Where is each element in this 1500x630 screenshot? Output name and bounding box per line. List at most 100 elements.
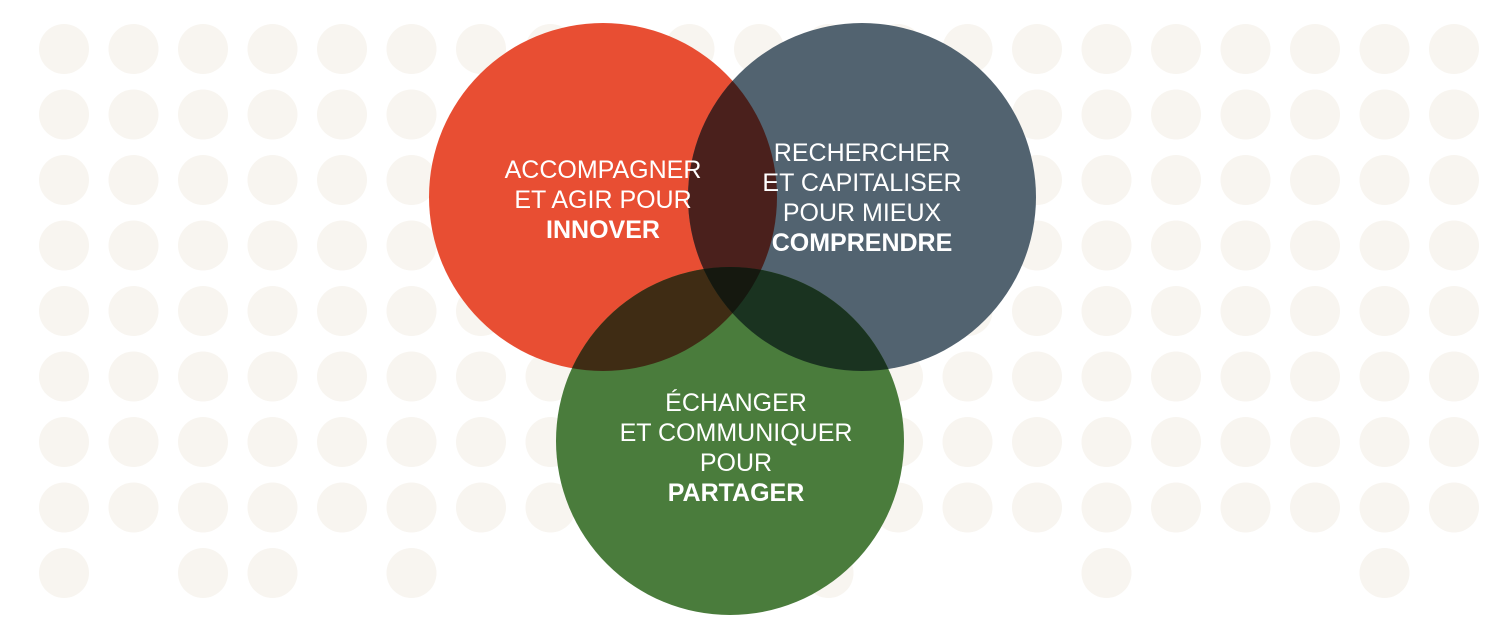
background-dot bbox=[39, 89, 89, 140]
background-dot bbox=[1290, 417, 1340, 467]
background-dot bbox=[108, 220, 159, 271]
background-dot bbox=[1429, 24, 1479, 74]
background-dot bbox=[1081, 220, 1132, 271]
background-dot bbox=[1290, 155, 1340, 205]
background-dot bbox=[178, 417, 228, 467]
background-dot bbox=[1012, 351, 1062, 402]
background-dot bbox=[1220, 220, 1271, 271]
background-dot bbox=[1151, 24, 1201, 74]
background-dot bbox=[39, 155, 89, 205]
background-dot bbox=[942, 351, 993, 402]
label-partager-line-2: ET COMMUNIQUER bbox=[619, 419, 853, 447]
background-dot bbox=[1081, 286, 1132, 336]
overlap-innover-partager bbox=[556, 267, 777, 371]
background-dot bbox=[942, 417, 993, 467]
background-dot bbox=[525, 482, 576, 533]
background-dot bbox=[317, 220, 367, 271]
background-dot bbox=[39, 286, 89, 336]
background-dot bbox=[108, 351, 159, 402]
background-dot bbox=[1081, 89, 1132, 140]
background-dot bbox=[1151, 286, 1201, 336]
background-dot bbox=[178, 286, 228, 336]
background-dot bbox=[39, 548, 89, 598]
label-innover-line-1: ACCOMPAGNER bbox=[504, 156, 702, 184]
label-comprendre-keyword: COMPRENDRE bbox=[771, 229, 953, 257]
background-dot bbox=[178, 548, 228, 598]
background-dot bbox=[317, 351, 367, 402]
background-dot bbox=[317, 24, 367, 74]
background-dot bbox=[386, 89, 437, 140]
background-dot bbox=[178, 351, 228, 402]
background-dot bbox=[386, 286, 437, 336]
background-dot bbox=[317, 89, 367, 140]
background-dot bbox=[1012, 89, 1062, 140]
background-dot bbox=[1290, 482, 1340, 533]
background-dot bbox=[1290, 286, 1340, 336]
background-dot bbox=[247, 286, 298, 336]
background-dot bbox=[1220, 417, 1271, 467]
background-dot bbox=[1151, 351, 1201, 402]
background-dot bbox=[1290, 351, 1340, 402]
background-dot bbox=[1151, 417, 1201, 467]
background-dot bbox=[108, 24, 159, 74]
background-dot bbox=[1220, 351, 1271, 402]
label-comprendre-line-1: RECHERCHER bbox=[773, 139, 951, 167]
background-dot bbox=[1359, 24, 1410, 74]
background-dot bbox=[1429, 351, 1479, 402]
background-dot bbox=[1220, 286, 1271, 336]
background-dot bbox=[1429, 220, 1479, 271]
background-dot bbox=[317, 155, 367, 205]
background-dot bbox=[1151, 482, 1201, 533]
background-dot bbox=[1359, 155, 1410, 205]
background-dot bbox=[1081, 482, 1132, 533]
background-dot bbox=[1081, 24, 1132, 74]
background-dot bbox=[1429, 155, 1479, 205]
background-dot bbox=[1429, 482, 1479, 533]
background-dot bbox=[178, 89, 228, 140]
background-dot bbox=[386, 220, 437, 271]
background-dot bbox=[1359, 482, 1410, 533]
background-dot bbox=[456, 24, 506, 74]
background-dot bbox=[1151, 220, 1201, 271]
background-dot bbox=[942, 482, 993, 533]
background-dot bbox=[1429, 417, 1479, 467]
background-dot bbox=[39, 482, 89, 533]
background-dot bbox=[386, 482, 437, 533]
background-dot bbox=[1429, 89, 1479, 140]
background-dot bbox=[1359, 548, 1410, 598]
background-dot bbox=[1359, 220, 1410, 271]
background-dot bbox=[1220, 482, 1271, 533]
background-dot bbox=[39, 220, 89, 271]
background-dot bbox=[386, 548, 437, 598]
background-dot bbox=[1081, 155, 1132, 205]
background-dot bbox=[386, 417, 437, 467]
label-comprendre: RECHERCHER ET CAPITALISER POUR MIEUX COM… bbox=[762, 138, 961, 258]
label-innover: ACCOMPAGNER ET AGIR POUR INNOVER bbox=[505, 155, 702, 245]
background-dot bbox=[108, 286, 159, 336]
background-dot bbox=[1081, 351, 1132, 402]
background-dot bbox=[317, 286, 367, 336]
background-dot bbox=[178, 220, 228, 271]
background-dot bbox=[247, 417, 298, 467]
background-dot bbox=[108, 155, 159, 205]
background-dot bbox=[1359, 417, 1410, 467]
label-partager-keyword: PARTAGER bbox=[667, 479, 805, 507]
background-dot bbox=[1151, 155, 1201, 205]
background-dot bbox=[247, 482, 298, 533]
background-dot bbox=[1220, 24, 1271, 74]
background-dot bbox=[247, 351, 298, 402]
background-dot bbox=[1359, 286, 1410, 336]
background-dot bbox=[1429, 286, 1479, 336]
background-dot bbox=[1012, 286, 1062, 336]
background-dot bbox=[108, 89, 159, 140]
background-dot bbox=[178, 24, 228, 74]
background-dot bbox=[1151, 89, 1201, 140]
background-dot bbox=[1012, 417, 1062, 467]
background-dot bbox=[39, 417, 89, 467]
background-dot bbox=[247, 220, 298, 271]
background-dot bbox=[178, 155, 228, 205]
background-dot bbox=[247, 548, 298, 598]
background-dot bbox=[247, 24, 298, 74]
background-dot bbox=[1359, 89, 1410, 140]
